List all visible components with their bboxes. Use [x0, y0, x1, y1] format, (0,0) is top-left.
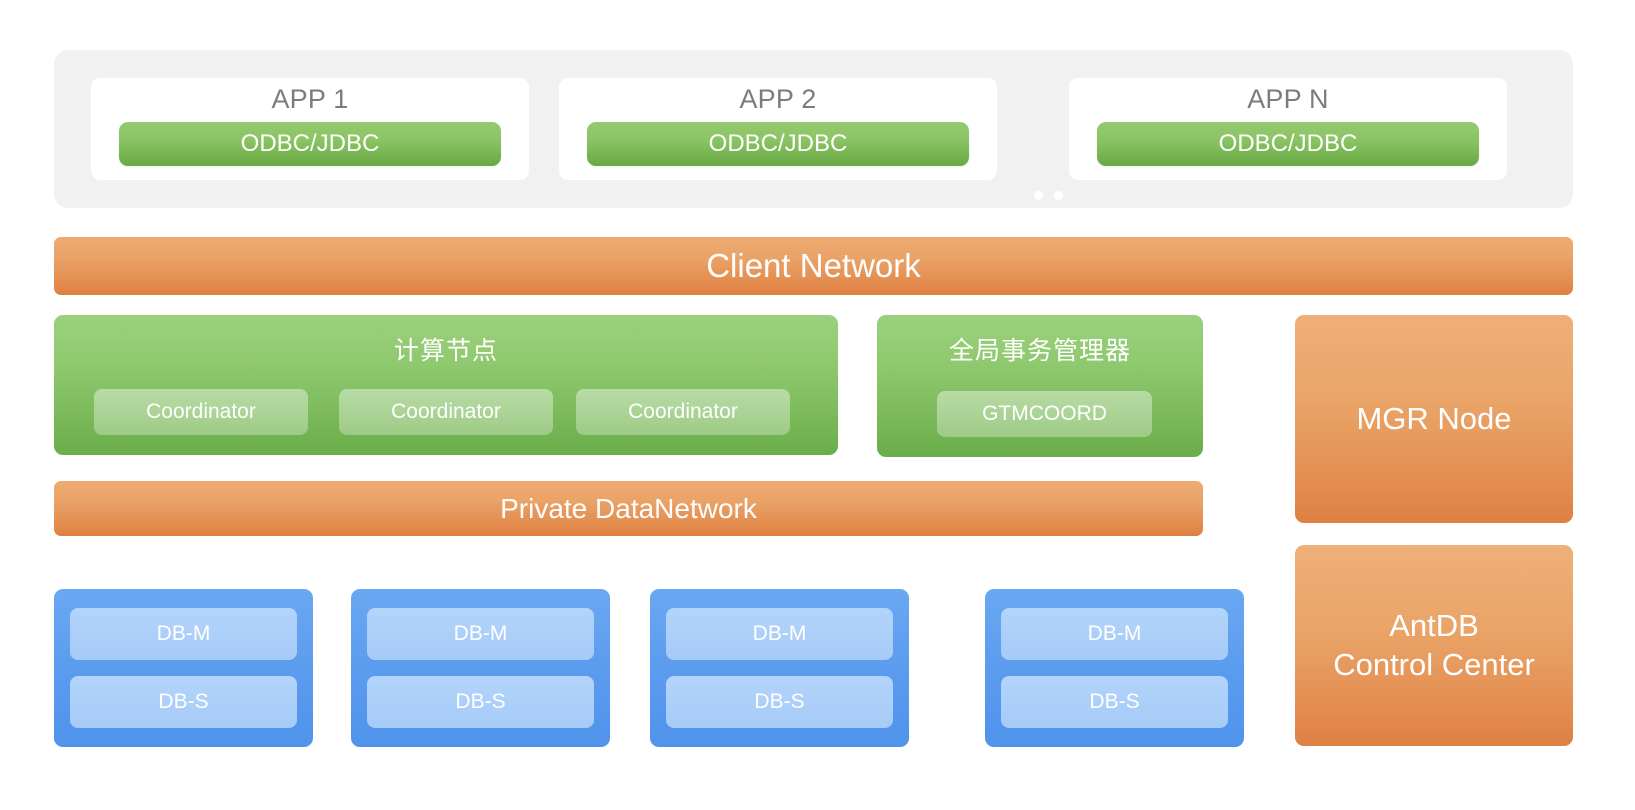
db-group-2: DB-M DB-S: [351, 589, 610, 747]
ellipsis-dot-icon: [1034, 191, 1043, 200]
db-group-4: DB-M DB-S: [985, 589, 1244, 747]
compute-node-title: 计算节点: [393, 337, 498, 365]
antdb-control-center-panel[interactable]: AntDB Control Center: [1295, 545, 1573, 746]
antdb-control-center-label: AntDB Control Center: [1333, 607, 1535, 685]
private-datanetwork-bar: Private DataNetwork: [54, 481, 1203, 536]
db-slave-node[interactable]: DB-S: [666, 676, 893, 728]
odbc-jdbc-connector-1[interactable]: ODBC/JDBC: [119, 122, 501, 166]
coordinator-node-1[interactable]: Coordinator: [94, 389, 308, 435]
app-card-2[interactable]: APP 2 ODBC/JDBC: [559, 78, 997, 180]
db-slave-node[interactable]: DB-S: [70, 676, 297, 728]
odbc-jdbc-connector-n[interactable]: ODBC/JDBC: [1097, 122, 1479, 166]
app-card-n[interactable]: APP N ODBC/JDBC: [1069, 78, 1507, 180]
mgr-node-label: MGR Node: [1356, 400, 1512, 436]
application-layer-panel: APP 1 ODBC/JDBC APP 2 ODBC/JDBC APP N OD…: [54, 50, 1573, 208]
odbc-jdbc-connector-2[interactable]: ODBC/JDBC: [587, 122, 969, 166]
app-card-title: APP 1: [271, 84, 349, 114]
db-master-node[interactable]: DB-M: [367, 608, 594, 660]
db-slave-node[interactable]: DB-S: [1001, 676, 1228, 728]
coordinator-node-3[interactable]: Coordinator: [576, 389, 790, 435]
mgr-node-panel[interactable]: MGR Node: [1295, 315, 1573, 523]
db-group-3: DB-M DB-S: [650, 589, 909, 747]
ellipsis-dot-icon: [1054, 191, 1063, 200]
ellipsis-dot-icon: [982, 197, 991, 206]
db-master-node[interactable]: DB-M: [666, 608, 893, 660]
app-card-title: APP 2: [739, 84, 817, 114]
antdb-control-center-line2: Control Center: [1333, 646, 1535, 682]
client-network-bar: Client Network: [54, 237, 1573, 295]
db-group-1: DB-M DB-S: [54, 589, 313, 747]
global-transaction-manager-panel: 全局事务管理器 GTMCOORD: [877, 315, 1203, 457]
app-card-title: APP N: [1247, 84, 1329, 114]
antdb-control-center-line1: AntDB: [1389, 607, 1479, 643]
coordinator-node-2[interactable]: Coordinator: [339, 389, 553, 435]
app-card-1[interactable]: APP 1 ODBC/JDBC: [91, 78, 529, 180]
db-slave-node[interactable]: DB-S: [367, 676, 594, 728]
gtmcoord-node[interactable]: GTMCOORD: [937, 391, 1152, 437]
compute-node-panel: 计算节点 Coordinator Coordinator Coordinator: [54, 315, 838, 455]
gtm-title: 全局事务管理器: [948, 337, 1131, 365]
db-master-node[interactable]: DB-M: [1001, 608, 1228, 660]
db-master-node[interactable]: DB-M: [70, 608, 297, 660]
